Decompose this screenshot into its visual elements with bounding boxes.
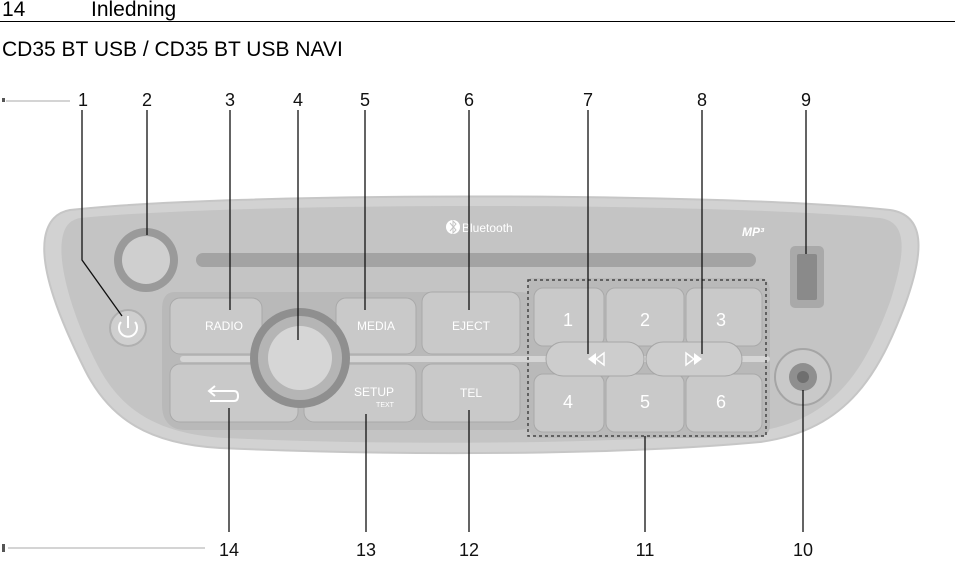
callout-5: 5	[360, 90, 370, 110]
callout-6: 6	[464, 90, 474, 110]
preset-label-2: 2	[640, 310, 650, 330]
callout-14: 14	[219, 540, 239, 560]
callout-3: 3	[225, 90, 235, 110]
media-button-label: MEDIA	[357, 319, 395, 333]
margin-mark-top	[2, 98, 5, 102]
callout-10: 10	[793, 540, 813, 560]
cd-slot	[196, 253, 756, 267]
preset-label-4: 4	[563, 392, 573, 412]
volume-knob[interactable]	[122, 236, 170, 284]
radio-button-label: RADIO	[205, 319, 243, 333]
preset-label-6: 6	[716, 392, 726, 412]
bluetooth-logo	[446, 219, 460, 235]
callout-line-1	[81, 110, 123, 317]
preset-label-3: 3	[716, 310, 726, 330]
bottom-callouts: 14 13 12 11 10	[219, 540, 813, 560]
callout-1: 1	[78, 90, 88, 110]
tel-button[interactable]	[421, 363, 521, 423]
mp3-logo: MP³	[742, 225, 765, 239]
setup-button-sublabel: TEXT	[376, 402, 395, 409]
callout-11: 11	[636, 540, 655, 560]
rewind-icon	[588, 351, 605, 367]
setup-button-label: SETUP	[354, 385, 394, 399]
main-rotary-knob[interactable]	[268, 326, 332, 390]
callout-8: 8	[697, 90, 707, 110]
fast-forward-icon	[685, 351, 702, 367]
callout-12: 12	[459, 540, 479, 560]
cluster-divider	[180, 356, 525, 362]
callout-lines	[6, 100, 807, 549]
callout-7: 7	[583, 90, 593, 110]
bluetooth-label: Bluetooth	[462, 221, 513, 235]
margin-mark-bottom	[2, 544, 5, 552]
back-arrow-icon	[207, 385, 240, 402]
header-rule	[0, 21, 955, 22]
preset-area-outline	[527, 279, 767, 437]
section-title: CD35 BT USB / CD35 BT USB NAVI	[2, 38, 343, 61]
preset-button-5[interactable]	[605, 373, 685, 433]
power-icon	[118, 316, 138, 338]
preset-button-2[interactable]	[605, 287, 685, 347]
tel-button-label: TEL	[460, 386, 482, 400]
preset-group: 1 2 3 4 5 6	[533, 287, 763, 433]
callout-4: 4	[293, 90, 303, 110]
eject-button[interactable]	[421, 291, 521, 355]
radio-panel-figure: RADIO MEDIA EJECT SETUP TEXT TEL 1 2 3 4…	[2, 90, 920, 560]
chapter-title: Inledning	[91, 0, 177, 21]
aux-jack-hole	[797, 371, 809, 383]
preset-label-5: 5	[640, 392, 650, 412]
eject-button-label: EJECT	[452, 319, 491, 333]
callout-13: 13	[356, 540, 376, 560]
top-callouts: 1 2 3 4 5 6 7 8 9	[78, 90, 811, 110]
usb-port[interactable]	[797, 254, 817, 300]
page-number: 14	[2, 0, 26, 21]
callout-2: 2	[142, 90, 152, 110]
preset-label-1: 1	[563, 310, 573, 330]
callout-9: 9	[801, 90, 811, 110]
